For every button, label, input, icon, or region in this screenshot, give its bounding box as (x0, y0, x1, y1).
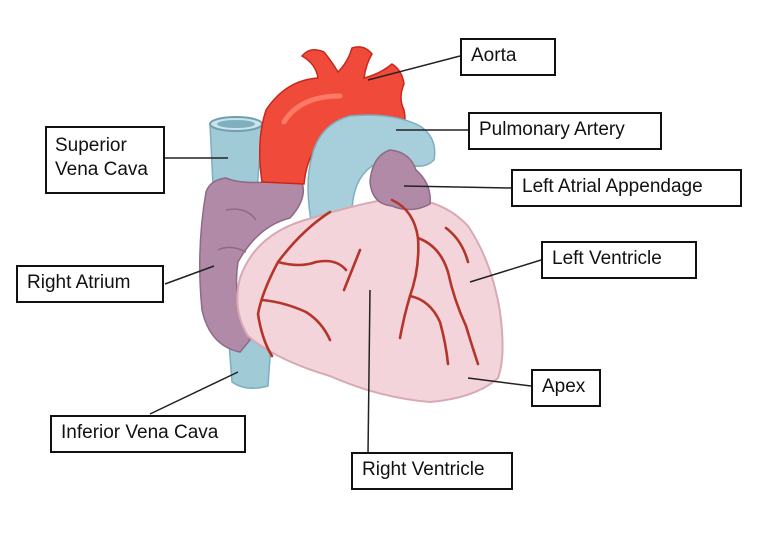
coronary-vessels (256, 198, 480, 366)
ra-leader (164, 265, 215, 285)
laa-leader (403, 185, 513, 189)
left-atrial-appendage-shape (369, 149, 431, 211)
superior-vena-cava-label: Superior Vena Cava (45, 126, 165, 194)
left-atrial-appendage-label: Left Atrial Appendage (511, 169, 742, 207)
rv-leader (367, 289, 371, 455)
right-atrium-label: Right Atrium (16, 265, 164, 303)
aorta-leader (367, 55, 461, 81)
left-ventricle-label: Left Ventricle (541, 241, 697, 279)
apex-label: Apex (531, 369, 601, 407)
aorta-label: Aorta (460, 38, 556, 76)
aorta-highlight (281, 93, 343, 125)
right-atrium-folds (217, 208, 257, 253)
aorta-shape (259, 46, 406, 185)
pulmonary-artery-label: Pulmonary Artery (468, 112, 662, 150)
right-atrium-shape (199, 173, 305, 353)
right-ventricle-label: Right Ventricle (351, 452, 513, 490)
inferior-vena-cava-label: Inferior Vena Cava (50, 415, 246, 453)
ivc-leader (149, 371, 239, 415)
pulmonary-artery-shape (307, 114, 436, 228)
leader-lines (149, 55, 542, 455)
lv-leader (469, 259, 542, 283)
superior-vena-cava-lumen (217, 120, 255, 128)
apex-leader (467, 377, 532, 387)
